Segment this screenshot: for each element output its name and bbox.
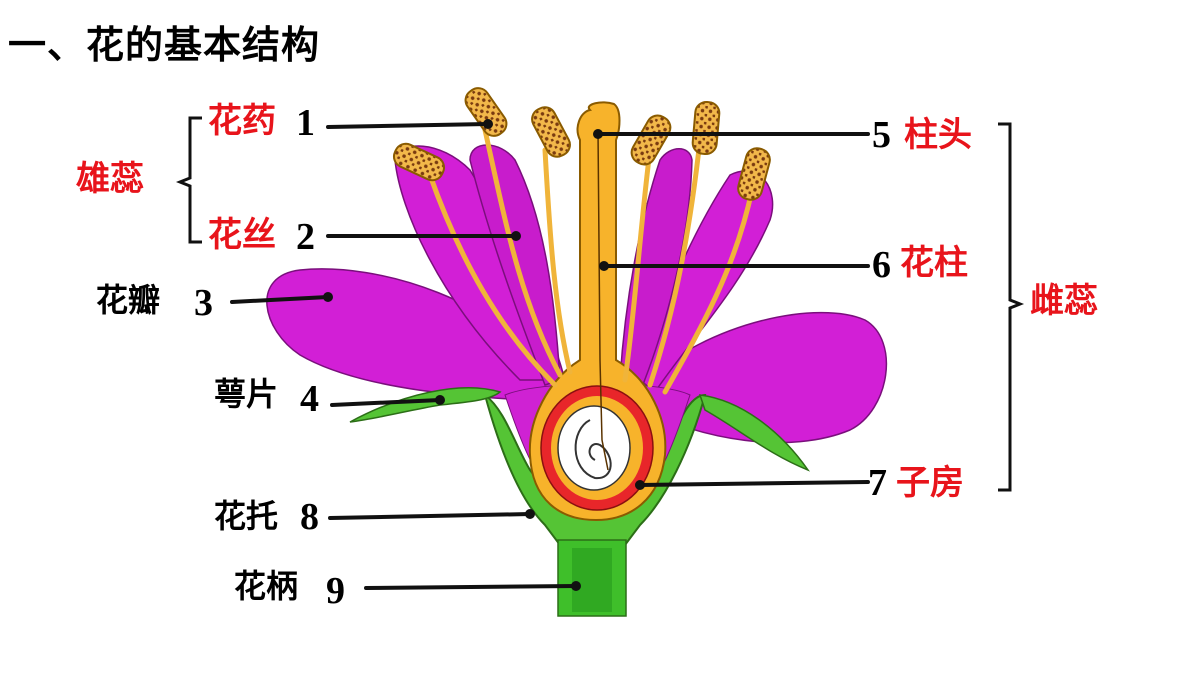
petal-label: 花瓣 bbox=[96, 281, 161, 319]
sepal-right bbox=[698, 394, 811, 472]
pistil-bracket bbox=[998, 122, 1025, 492]
style-number: 6 bbox=[872, 244, 891, 286]
anther-number: 1 bbox=[296, 102, 315, 144]
anthers bbox=[392, 87, 771, 201]
leader-dots bbox=[323, 119, 645, 591]
anther-label: 花药 bbox=[208, 101, 276, 141]
ovary-number: 7 bbox=[868, 462, 887, 504]
stigma-number: 5 bbox=[872, 114, 891, 156]
petal-back-right2 bbox=[619, 148, 693, 394]
pedicel-label: 花柄 bbox=[234, 567, 299, 605]
ovary-label: 子房 bbox=[896, 463, 964, 503]
ovule-detail bbox=[574, 419, 612, 480]
stamen-bracket bbox=[175, 116, 202, 244]
style-label: 花柱 bbox=[900, 243, 968, 283]
stigma-label: 柱头 bbox=[904, 115, 972, 155]
pistil-group-label: 雌蕊 bbox=[1030, 281, 1098, 321]
petal-number: 3 bbox=[194, 282, 213, 324]
pedicel bbox=[557, 539, 627, 617]
filament-label: 花丝 bbox=[208, 215, 276, 255]
sepal-label: 萼片 bbox=[214, 375, 279, 413]
receptacle-label: 花托 bbox=[214, 497, 279, 535]
page-title: 一、花的基本结构 bbox=[8, 23, 321, 67]
filaments bbox=[427, 127, 755, 395]
pollen-tube bbox=[597, 129, 609, 471]
sepal-left bbox=[349, 387, 502, 423]
pedicel-core bbox=[572, 548, 612, 612]
sepal-number: 4 bbox=[300, 378, 319, 420]
pedicel-number: 9 bbox=[326, 570, 345, 612]
receptacle-number: 8 bbox=[300, 496, 319, 538]
leader-lines bbox=[230, 122, 870, 590]
filament-number: 2 bbox=[296, 216, 315, 258]
ovule bbox=[557, 405, 631, 491]
stamen-group-label: 雄蕊 bbox=[76, 159, 144, 199]
